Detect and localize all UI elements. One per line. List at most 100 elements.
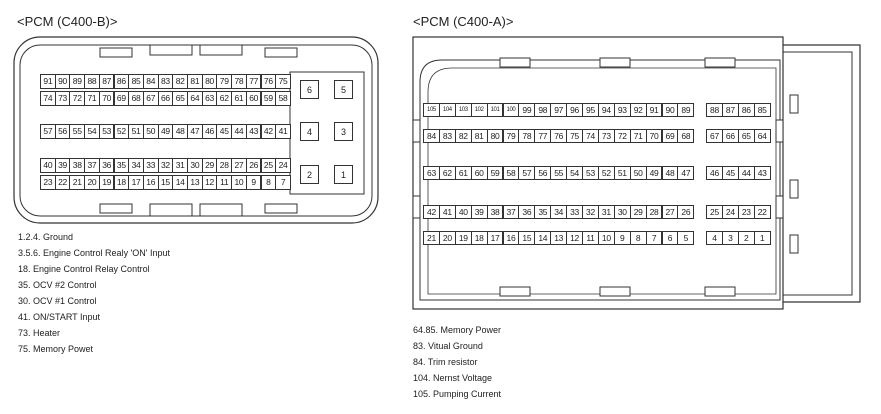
pin: 11	[216, 175, 233, 190]
pin: 38	[69, 158, 86, 173]
pin: 13	[550, 231, 568, 245]
pin: 11	[582, 231, 599, 245]
pin: 77	[534, 129, 552, 143]
pin: 34	[128, 158, 144, 173]
pin: 19	[454, 231, 472, 245]
legend-item: 18. Engine Control Relay Control	[18, 264, 150, 274]
pin: 46	[706, 166, 723, 180]
pin: 97	[550, 103, 568, 117]
pin: 1	[753, 231, 771, 245]
pin: 29	[629, 205, 647, 219]
pin: 57	[518, 166, 536, 180]
pin: 87	[98, 74, 115, 89]
pin: 30	[187, 158, 203, 173]
pin: 75	[566, 129, 583, 143]
pin: 70	[98, 91, 115, 106]
pin: 89	[69, 74, 86, 89]
pin: 43	[245, 124, 262, 139]
pin: 26	[677, 205, 695, 219]
pin: 62	[438, 166, 456, 180]
pin: 30	[613, 205, 631, 219]
pin: 35	[534, 205, 552, 219]
legend-item: 105. Pumping Current	[413, 389, 502, 399]
pin: 59	[486, 166, 504, 180]
pin: 22	[753, 205, 771, 219]
connector-b-key	[149, 203, 193, 217]
pin: 100	[502, 103, 520, 117]
pin: 61	[454, 166, 472, 180]
pin: 17	[128, 175, 144, 190]
legend-item: 30. OCV #1 Control	[18, 296, 97, 306]
pin: 55	[69, 124, 86, 139]
connector-a-rib	[412, 195, 421, 219]
pin: 57	[40, 124, 56, 139]
legend-item: 41. ON/START Input	[18, 312, 101, 322]
pin: 92	[629, 103, 647, 117]
pin: 88	[84, 74, 100, 89]
pin: 91	[645, 103, 663, 117]
pin: 67	[142, 91, 159, 106]
connector-b-key	[99, 203, 133, 214]
pin: 55	[550, 166, 568, 180]
pin: 51	[128, 124, 144, 139]
legend-item: 104. Nernst Voltage	[413, 373, 493, 383]
pin: 86	[113, 74, 130, 89]
pin: 31	[172, 158, 188, 173]
pin: 77	[245, 74, 262, 89]
pin: 36	[518, 205, 536, 219]
pin: 8	[260, 175, 277, 190]
connector-a-rib	[412, 119, 421, 143]
pin: 43	[753, 166, 771, 180]
pin: 12	[201, 175, 218, 190]
connector-a-title: <PCM (C400-A)>	[413, 14, 514, 29]
legend-item: 3.5.6. Engine Control Realy 'ON' Input	[18, 248, 171, 258]
legend-item: 64.85. Memory Power	[413, 325, 502, 335]
connector-b-inner-housing	[19, 44, 373, 217]
pin: 53	[582, 166, 599, 180]
pin: 2	[300, 165, 319, 184]
pin: 62	[216, 91, 233, 106]
connector-a-latch-inner	[783, 51, 853, 296]
pin: 99	[518, 103, 536, 117]
pin: 21	[423, 231, 440, 245]
pin: 90	[54, 74, 71, 89]
pin: 64	[753, 129, 771, 143]
pin: 101	[486, 103, 504, 117]
legend-item: 73. Heater	[18, 328, 61, 338]
pin: 84	[423, 129, 440, 143]
pin: 37	[502, 205, 520, 219]
pin: 90	[661, 103, 679, 117]
pin: 75	[275, 74, 291, 89]
pin: 69	[113, 91, 130, 106]
pin: 82	[454, 129, 472, 143]
pin: 16	[502, 231, 520, 245]
pin: 1	[334, 165, 353, 184]
pin: 27	[661, 205, 679, 219]
pin: 52	[597, 166, 615, 180]
pin: 5	[677, 231, 695, 245]
connector-a-inner2	[427, 67, 777, 295]
pin: 7	[275, 175, 291, 190]
connector-a-key	[499, 286, 531, 297]
pin: 24	[721, 205, 739, 219]
pin: 52	[113, 124, 130, 139]
pin: 59	[260, 91, 277, 106]
legend-item: 1.2.4. Ground	[18, 232, 74, 242]
pin: 15	[157, 175, 174, 190]
connector-b-title: <PCM (C400-B)>	[17, 14, 118, 29]
pin: 10	[597, 231, 615, 245]
connector-a-key	[704, 286, 736, 297]
pin: 82	[172, 74, 188, 89]
pin: 32	[582, 205, 599, 219]
pin: 39	[470, 205, 488, 219]
pin: 58	[275, 91, 291, 106]
pin: 18	[113, 175, 130, 190]
connector-a-key	[704, 57, 736, 68]
pin: 66	[721, 129, 739, 143]
pin: 7	[645, 231, 663, 245]
pin: 83	[157, 74, 174, 89]
pin: 103	[454, 103, 472, 117]
connector-a-rib	[775, 119, 784, 143]
pin: 68	[128, 91, 144, 106]
